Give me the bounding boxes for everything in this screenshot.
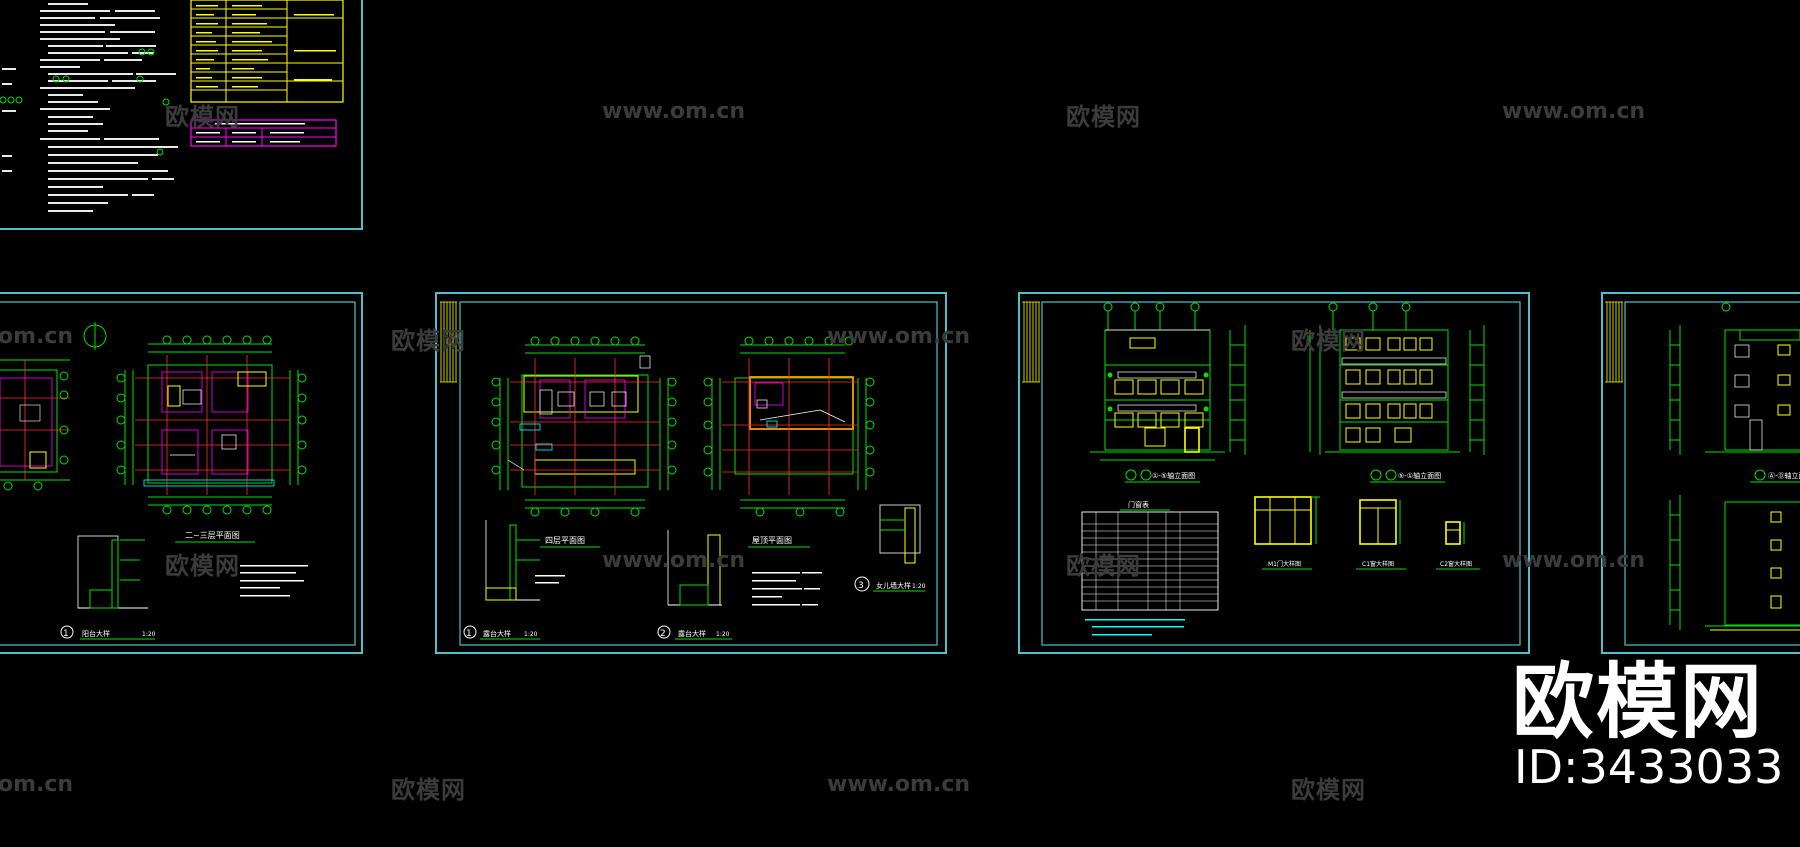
plan-title-roof: 屋顶平面图: [748, 536, 810, 548]
sheet-frame: [1601, 292, 1800, 654]
sheet-floor-plans-4-roof[interactable]: 四层平面图: [435, 292, 947, 654]
window-detail-c1: C1窗大样图: [1356, 499, 1406, 570]
parapet-detail: [879, 504, 921, 564]
parapet-detail-title: 女儿墙大样: [876, 581, 911, 590]
sheet-design-notes[interactable]: [0, 0, 363, 230]
watermark-url-partial: om.cn: [0, 772, 74, 797]
terrace-notes: [752, 572, 822, 606]
plan-title-2-3: 二~三层平面图: [175, 531, 255, 543]
watermark-brand: 欧模网: [1066, 552, 1141, 580]
watermark-url: www.om.cn: [602, 99, 746, 124]
watermark-url: www.om.cn: [602, 548, 746, 573]
balcony-detail-title: 阳台大样: [82, 629, 110, 638]
watermark-brand: 欧模网: [1291, 776, 1366, 804]
notes-text-block: [2, 3, 178, 212]
detail-label-parapet: 3 女儿墙大样 1:20: [854, 576, 926, 592]
watermark-brand: 欧模网: [165, 103, 240, 131]
notes-green-dots: [0, 48, 170, 156]
svg-text:2: 2: [660, 629, 666, 639]
watermark-brand: 欧模网: [165, 552, 240, 580]
back-elevation: [1309, 302, 1485, 455]
door-detail-m1-title: M1门大样图: [1268, 560, 1301, 568]
watermark-url: www.om.cn: [1502, 548, 1646, 573]
svg-text:3: 3: [858, 581, 864, 591]
terrace-detail-1-scale: 1:20: [524, 631, 538, 638]
detail-label-terrace-2: 2 露台大样 1:20: [657, 625, 732, 640]
back-elevation-title: ⑤-①轴立面图: [1370, 469, 1445, 483]
sheet-frame: [1018, 292, 1530, 654]
sheet-inner-frame: [459, 301, 938, 646]
watermark-url: www.om.cn: [1502, 99, 1646, 124]
parapet-detail-scale: 1:20: [912, 583, 926, 590]
balcony-detail-scale: 1:20: [142, 631, 156, 638]
watermark-url: www.om.cn: [827, 772, 971, 797]
materials-table: [190, 0, 344, 103]
energy-table: [190, 119, 337, 147]
detail-label-terrace-1: 1 露台大样 1:20: [463, 625, 540, 640]
watermark-brand: 欧模网: [1291, 327, 1366, 355]
plan-title-4: 四层平面图: [540, 536, 600, 548]
side-elevation-title: Ⓐ-Ⓓ轴立面图: [1750, 469, 1800, 483]
terrace-detail-2-scale: 1:20: [716, 631, 730, 638]
door-window-table: 门窗表: [1081, 500, 1219, 611]
door-window-notes: [1085, 619, 1185, 636]
terrace-detail-1-title: 露台大样: [483, 629, 511, 638]
brand-logo: 欧模网: [1512, 655, 1765, 750]
sheet-frame: [435, 292, 947, 654]
sheet-elevations[interactable]: ①-⑤轴立面图: [1018, 292, 1530, 654]
floor-plan-partial: [0, 359, 70, 491]
roof-plan: [703, 336, 875, 517]
watermark-brand: 欧模网: [391, 327, 466, 355]
balcony-notes: [240, 565, 308, 597]
terrace-detail-2-title: 露台大样: [678, 629, 706, 638]
window-detail-c2-title: C2窗大样图: [1440, 560, 1472, 568]
window-detail-c2: C2窗大样图: [1436, 521, 1480, 570]
side-elevation-upper: [1669, 302, 1800, 455]
floor-plan-4: [491, 336, 677, 517]
north-arrow: [83, 322, 107, 350]
side-elevation-title-text: Ⓐ-Ⓓ轴立面图: [1768, 471, 1800, 480]
sheet-frame: [0, 0, 363, 230]
watermark-url-partial: om.cn: [0, 324, 74, 349]
window-detail-c1-title: C1窗大样图: [1362, 560, 1394, 568]
front-elevation: [1090, 302, 1246, 461]
side-elevation-lower: [1669, 495, 1800, 631]
watermark-brand: 欧模网: [1066, 103, 1141, 131]
sheet-floor-plans-2-3[interactable]: 二~三层平面图 1 阳台大样 1:20: [0, 292, 363, 654]
title-strip: [1022, 301, 1040, 383]
title-strip: [440, 301, 457, 383]
sheet-frame: [0, 292, 363, 654]
sheet-side-elevation[interactable]: Ⓐ-Ⓓ轴立面图: [1601, 292, 1800, 654]
terrace-detail-2: [667, 530, 722, 606]
svg-text:1: 1: [466, 629, 472, 639]
front-elevation-title-text: ①-⑤轴立面图: [1152, 471, 1195, 480]
sheet-inner-frame: [0, 301, 356, 646]
sheet-inner-frame: [1041, 301, 1521, 646]
watermark-url: www.om.cn: [827, 324, 971, 349]
plan-title-2-3-text: 二~三层平面图: [185, 531, 240, 540]
floor-plan-2-3: [116, 335, 307, 515]
detail-label-balcony: 1 阳台大样 1:20: [60, 625, 156, 640]
roof-plan-title-text: 屋顶平面图: [752, 536, 792, 545]
balcony-detail: [77, 535, 148, 609]
front-elevation-title: ①-⑤轴立面图: [1125, 469, 1200, 483]
sheet-inner-frame: [1624, 301, 1800, 646]
back-elevation-title-text: ⑤-①轴立面图: [1398, 471, 1441, 480]
plan-title-4-text: 四层平面图: [545, 536, 585, 545]
terrace-detail-1: [485, 520, 565, 601]
title-strip: [1605, 301, 1623, 383]
door-detail-m1: M1门大样图: [1254, 496, 1320, 570]
svg-text:1: 1: [63, 629, 69, 639]
door-window-table-title: 门窗表: [1128, 500, 1149, 509]
watermark-brand: 欧模网: [391, 776, 466, 804]
model-id-label: ID:3433033: [1514, 740, 1784, 794]
